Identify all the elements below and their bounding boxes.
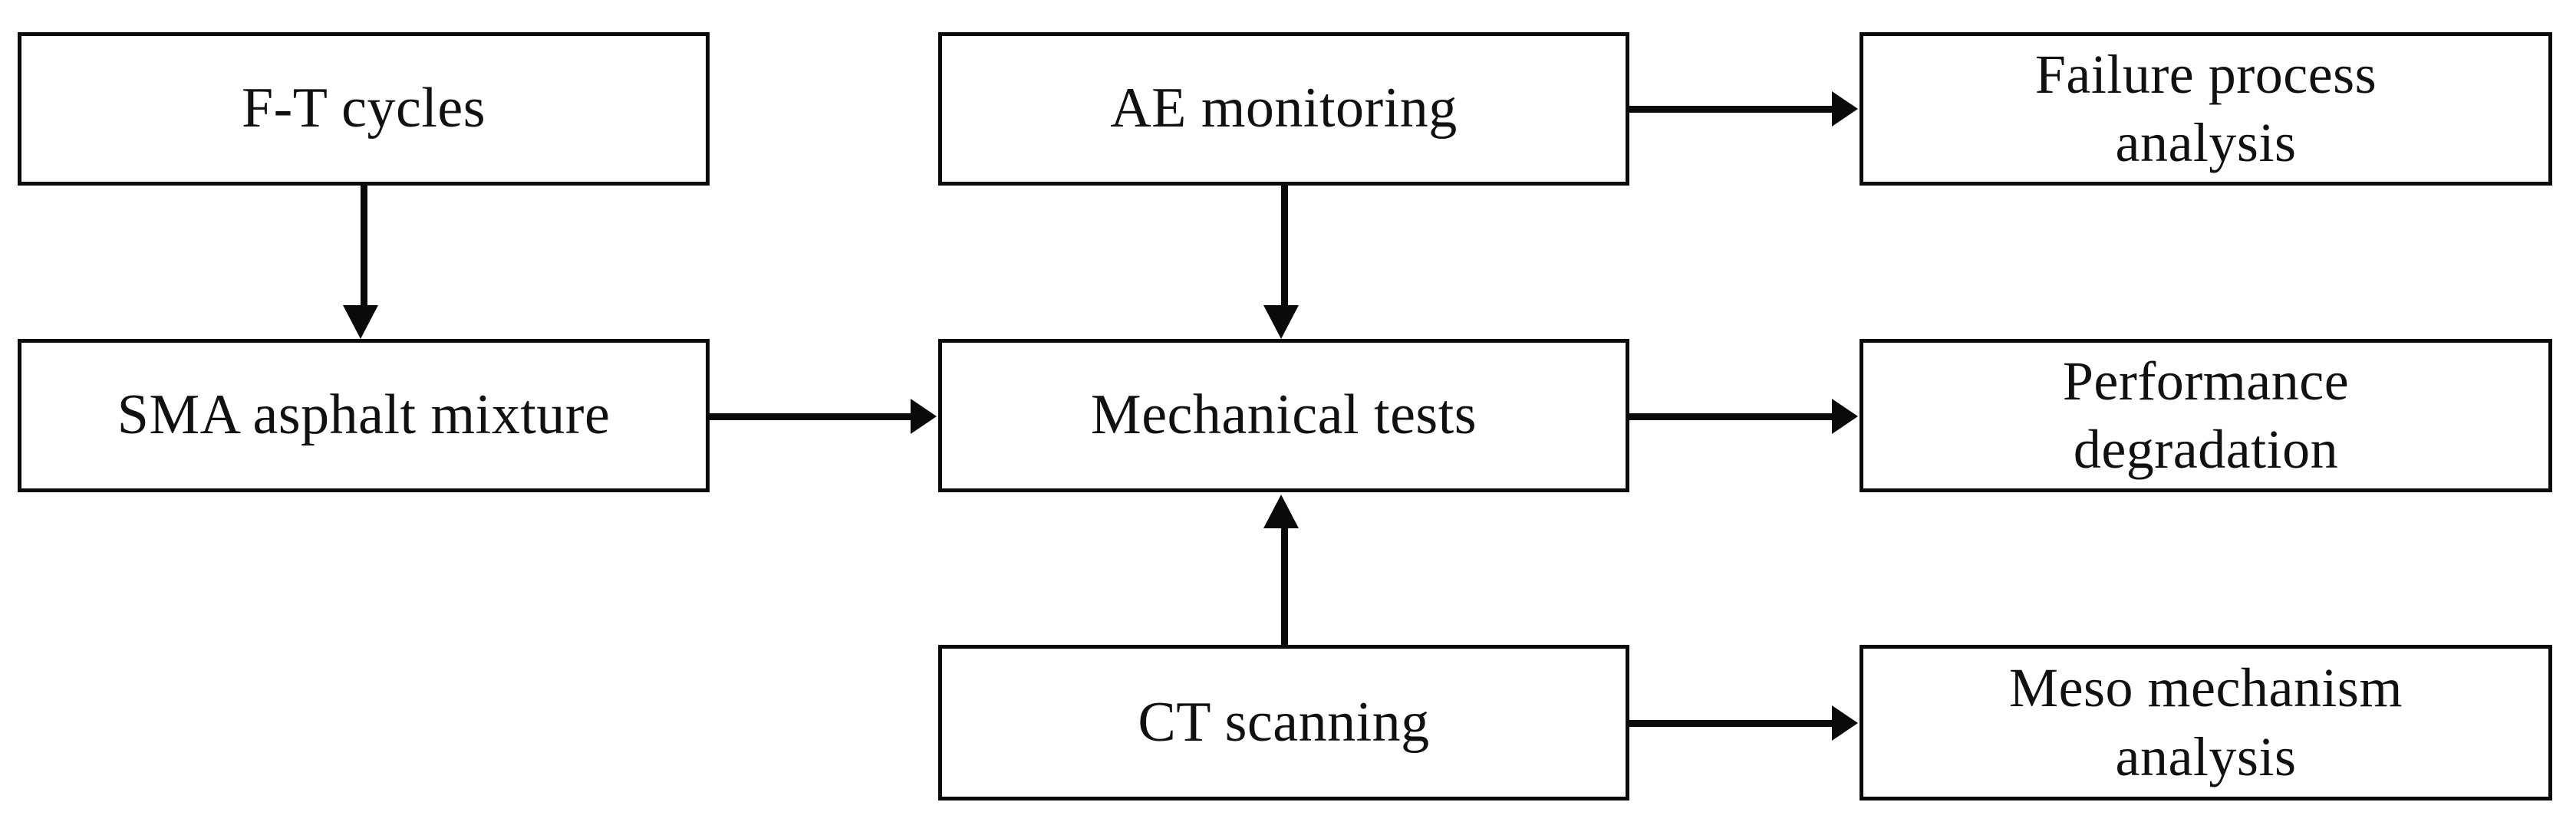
edge-ae-to-mechanical-line — [1281, 186, 1288, 307]
node-label-line2: analysis — [2115, 112, 2297, 173]
edge-sma-to-mechanical-arrowhead — [911, 399, 937, 434]
node-label: SMA asphalt mixture — [117, 383, 611, 447]
edge-ae-to-failure-arrowhead — [1832, 91, 1858, 127]
node-label: AE monitoring — [1110, 77, 1458, 140]
edge-mechanical-to-performance-arrowhead — [1832, 399, 1858, 434]
node-ct-scanning[interactable]: CT scanning — [938, 645, 1629, 800]
node-label-block: Meso mechanism analysis — [1874, 654, 2538, 791]
node-sma-asphalt-mixture[interactable]: SMA asphalt mixture — [18, 339, 710, 492]
node-ae-monitoring[interactable]: AE monitoring — [938, 32, 1629, 186]
edge-ct-to-meso-arrowhead — [1832, 705, 1858, 741]
node-meso-mechanism-analysis[interactable]: Meso mechanism analysis — [1860, 645, 2552, 800]
edge-ct-to-mechanical-line — [1281, 526, 1288, 645]
node-label: CT scanning — [1138, 690, 1430, 754]
node-label-line1: Performance — [2062, 350, 2350, 412]
edge-ae-to-mechanical-arrowhead — [1263, 305, 1299, 339]
node-label-line1: Meso mechanism — [2009, 657, 2403, 719]
edge-ft-cycles-to-sma-arrowhead — [343, 305, 378, 339]
node-performance-degradation[interactable]: Performance degradation — [1860, 339, 2552, 492]
edge-ct-to-meso-line — [1629, 720, 1833, 727]
node-label-block: Failure process analysis — [1874, 41, 2538, 178]
node-label: Mechanical tests — [1090, 383, 1477, 447]
node-label-line1: Failure process — [2034, 43, 2377, 105]
edge-ft-cycles-to-sma-line — [361, 186, 367, 307]
edge-mechanical-to-performance-line — [1629, 413, 1833, 420]
edge-sma-to-mechanical-line — [710, 413, 912, 420]
edge-ae-to-failure-line — [1629, 106, 1833, 113]
edge-ct-to-mechanical-arrowhead — [1263, 495, 1299, 528]
node-label-block: Performance degradation — [1874, 347, 2538, 485]
node-mechanical-tests[interactable]: Mechanical tests — [938, 339, 1629, 492]
node-label-line2: analysis — [2115, 725, 2297, 787]
node-label: F-T cycles — [241, 77, 486, 140]
node-failure-process-analysis[interactable]: Failure process analysis — [1860, 32, 2552, 186]
node-ft-cycles[interactable]: F-T cycles — [18, 32, 710, 186]
node-label-line2: degradation — [2073, 419, 2339, 480]
